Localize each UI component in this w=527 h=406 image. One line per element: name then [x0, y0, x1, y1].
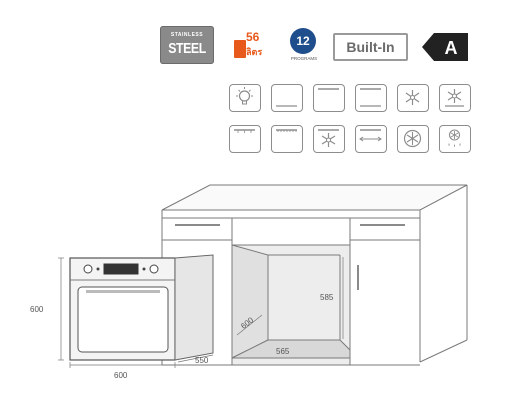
oven-depth-dim-line: [177, 354, 214, 363]
defrost-icon: [439, 125, 471, 153]
built-in-badge: Built-In: [333, 33, 408, 61]
stainless-steel-badge: STAINLESS STEEL: [160, 26, 214, 64]
fan-grill-icon: [313, 125, 345, 153]
programs-number: 12: [290, 28, 316, 54]
installation-diagram: 600 600 550 585 600 565: [30, 184, 468, 380]
programs-label: PROGRAMS: [290, 56, 318, 61]
grill-icon: [229, 125, 261, 153]
fan-icon: [397, 84, 429, 112]
steel-badge-main-text: STEEL: [168, 40, 206, 57]
capacity-badge: 56 ลิตร: [231, 30, 269, 64]
energy-class-letter: A: [445, 38, 458, 58]
rotisserie-icon: [355, 125, 387, 153]
niche-width-label: 565: [276, 347, 290, 356]
top-heat-icon: [313, 84, 345, 112]
convection-fan-icon: [397, 125, 429, 153]
oven-depth-label: 550: [195, 356, 209, 365]
energy-arrow-icon: A: [422, 33, 468, 61]
oven-lamp-icon: [229, 84, 261, 112]
capacity-unit: ลิตร: [246, 47, 263, 57]
energy-class-badge: A: [422, 32, 468, 62]
double-grill-icon: [271, 125, 303, 153]
oven-side: [174, 254, 214, 361]
capacity-icon: [234, 40, 246, 58]
bottom-heat-icon: [271, 84, 303, 112]
programs-badge: 12 PROGRAMS: [287, 28, 321, 66]
top-bottom-heat-icon: [355, 84, 387, 112]
oven-door-window: [77, 286, 169, 353]
niche-depth-dim-line: [236, 314, 263, 336]
oven-display: [103, 263, 139, 275]
niche-height-label: 585: [320, 293, 334, 302]
countertop: [161, 184, 468, 211]
oven-height-label: 600: [30, 305, 44, 314]
fan-bottom-heat-icon: [439, 84, 471, 112]
oven-width-label: 600: [114, 371, 128, 380]
capacity-number: 56: [246, 30, 260, 44]
oven-knob-right: [149, 264, 159, 274]
steel-badge-top-text: STAINLESS: [170, 32, 204, 38]
oven-knob-left: [83, 264, 93, 274]
niche-left-wall: [231, 244, 269, 359]
oven-door-handle: [86, 290, 160, 293]
